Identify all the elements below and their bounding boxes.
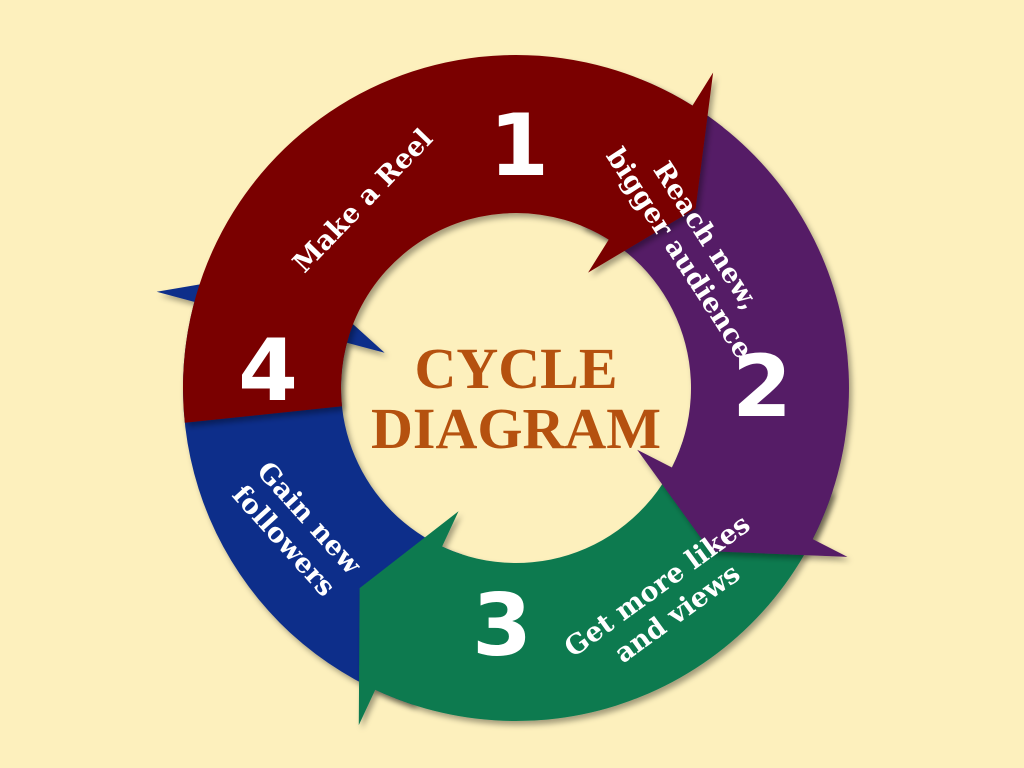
step-number-1: 1 — [489, 96, 549, 196]
cycle-arrow-1 — [183, 54, 714, 423]
step-number-2: 2 — [732, 337, 792, 437]
center-title-line-1: CYCLE — [414, 336, 617, 401]
step-number-3: 3 — [472, 576, 532, 676]
step-number-4: 4 — [238, 321, 298, 421]
center-title-line-2: DIAGRAM — [371, 396, 661, 461]
